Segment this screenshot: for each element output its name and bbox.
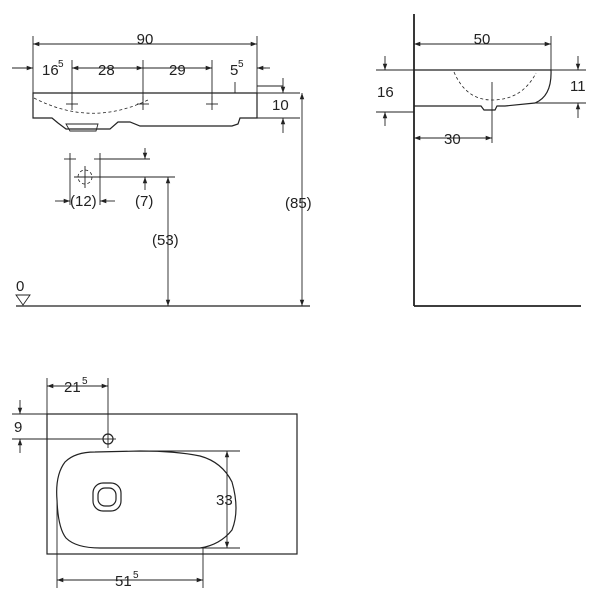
dim-bowl-width-sup: 5 (133, 570, 139, 581)
top-drain-inner (97, 487, 117, 507)
top-bowl-outline (56, 450, 237, 549)
dim-drain-spacing-label: (12) (70, 193, 97, 210)
top-view: 21 5 9 33 51 5 (12, 376, 298, 590)
dim-seg4-label: 5 (230, 62, 238, 79)
front-drain (65, 123, 99, 132)
top-basin-outline (46, 413, 298, 555)
dim-height-left-label: 16 (377, 84, 394, 101)
dim-seg1-sup: 5 (58, 59, 64, 70)
dim-tap-offset-sup: 5 (82, 376, 88, 387)
front-basin-outline (32, 92, 258, 130)
front-bowl-hidden (33, 97, 151, 114)
dim-drain-height-label: (53) (152, 232, 179, 249)
dim-overall-width-label: 90 (137, 31, 154, 48)
dim-drain-offset-label: (7) (135, 193, 153, 210)
dim-drain-depth-label: 30 (444, 131, 461, 148)
dim-seg3-label: 29 (169, 62, 186, 79)
side-view: 50 16 11 30 (376, 14, 586, 307)
dim-seg4-sup: 5 (238, 59, 244, 70)
dim-total-height-label: (85) (285, 195, 312, 212)
front-view: 90 16 5 28 29 5 5 10 (85) (12, 31, 312, 307)
dim-bowl-width-label: 51 (115, 573, 132, 590)
side-basin-outline (414, 69, 552, 111)
dim-tap-offset-label: 21 (64, 379, 81, 396)
dim-seg2-label: 28 (98, 62, 115, 79)
dim-basin-height-label: 10 (272, 97, 289, 114)
side-bowl-hidden (453, 71, 537, 101)
dim-bowl-depth-label: 33 (216, 492, 233, 509)
dim-tap-distance-label: 9 (14, 419, 22, 436)
floor-level-label: 0 (16, 278, 24, 295)
dim-seg1-label: 16 (42, 62, 59, 79)
dim-height-right-label: 11 (570, 78, 586, 95)
dim-depth-label: 50 (474, 31, 491, 48)
top-drain-outer (92, 482, 122, 512)
floor-level-marker (15, 294, 31, 306)
